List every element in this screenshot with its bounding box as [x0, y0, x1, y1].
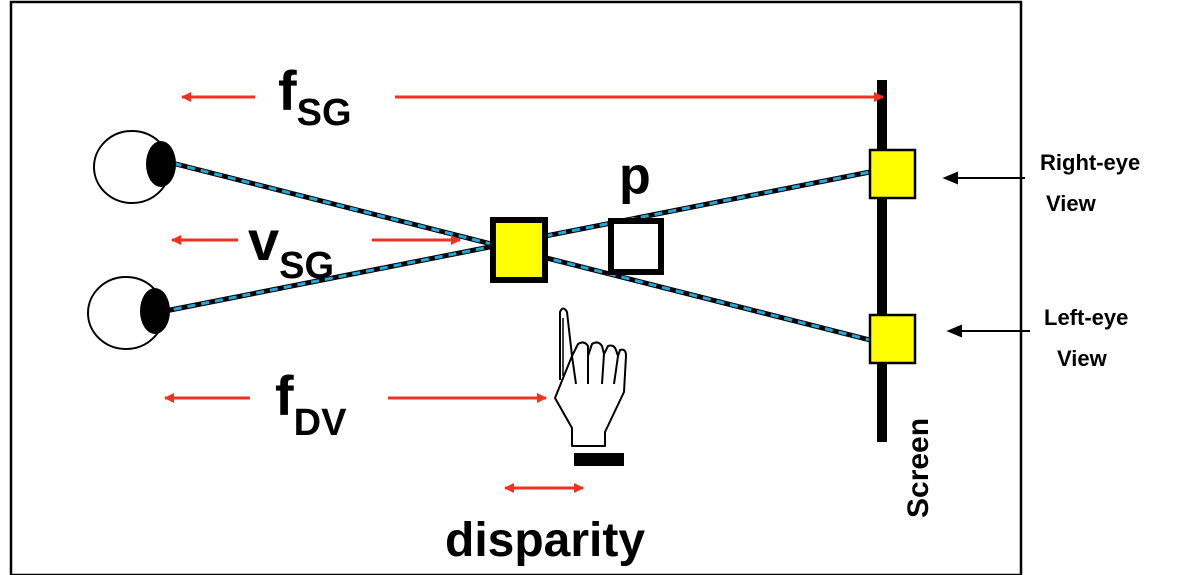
- right-eye-view-marker: [868, 148, 917, 200]
- f-dv-label: fDV: [275, 364, 347, 444]
- disparity-label: disparity: [445, 514, 645, 567]
- screen-label: Screen: [902, 418, 935, 518]
- right-eye-view-label: Right-eye View: [1040, 150, 1146, 216]
- left-eye-view-marker: [868, 313, 917, 365]
- view-pointer-arrows: [942, 171, 1030, 338]
- p-object-marker: [608, 218, 664, 275]
- eye-icon: [87, 276, 170, 350]
- f-sg-label: fSG: [278, 59, 352, 134]
- screen-bar: [877, 80, 887, 442]
- hand-base: [574, 453, 624, 466]
- pointing-hand-icon: [554, 307, 627, 447]
- eye-icon: [93, 130, 176, 204]
- diagram-frame: [9, 0, 1023, 575]
- stereo-object-marker: [490, 217, 548, 283]
- v-sg-label: vSG: [248, 209, 334, 287]
- left-eye-view-label: Left-eye View: [1044, 305, 1134, 371]
- p-label: p: [619, 147, 651, 205]
